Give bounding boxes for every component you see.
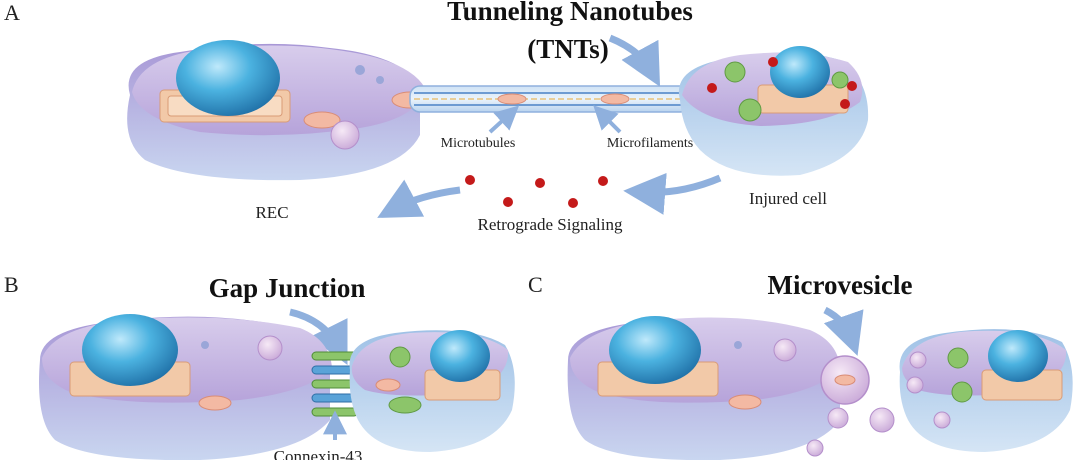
injured-cell-label: Injured cell bbox=[749, 189, 827, 208]
nanotube bbox=[409, 85, 691, 113]
panel-a-letter: A bbox=[4, 0, 20, 25]
gap-junction-arrow bbox=[289, 308, 348, 366]
green-vesicle-icon bbox=[389, 346, 411, 368]
panel-c-left-cell bbox=[567, 316, 840, 460]
nucleus-icon bbox=[770, 46, 830, 98]
microfilaments-label: Microfilaments bbox=[607, 136, 693, 151]
panel-a-title-line1: Tunneling Nanotubes bbox=[447, 0, 693, 26]
signal-dot-icon bbox=[568, 198, 578, 208]
microfilaments-arrow bbox=[593, 105, 622, 134]
mitochondrion-icon bbox=[600, 93, 630, 105]
released-microvesicles bbox=[806, 355, 895, 457]
signal-dot-icon bbox=[598, 176, 608, 186]
panel-b-right-cell bbox=[349, 330, 515, 452]
vesicle-icon bbox=[257, 335, 283, 361]
gap-junction-channels bbox=[311, 351, 359, 417]
organelle-icon bbox=[376, 76, 384, 84]
panel-c-title: Microvesicle bbox=[768, 270, 913, 300]
green-vesicle-icon bbox=[738, 98, 762, 122]
mitochondrion-icon bbox=[497, 93, 527, 105]
title-arrow bbox=[608, 34, 661, 87]
nucleus-icon bbox=[176, 40, 280, 116]
signal-dot-icon bbox=[840, 99, 850, 109]
green-vesicle-icon bbox=[951, 381, 973, 403]
signal-dot-icon bbox=[465, 175, 475, 185]
mitochondrion-icon bbox=[198, 395, 232, 411]
panel-c-right-cell bbox=[899, 329, 1073, 452]
nucleus-icon bbox=[430, 330, 490, 382]
vesicle-icon bbox=[330, 120, 360, 150]
nucleus-icon bbox=[82, 314, 178, 386]
nucleus-icon bbox=[609, 316, 701, 384]
retrograde-label: Retrograde Signaling bbox=[478, 215, 623, 234]
microvesicle-icon bbox=[806, 439, 824, 457]
green-mitochondrion-icon bbox=[388, 396, 422, 414]
nucleus-icon bbox=[988, 330, 1048, 382]
microvesicle-icon bbox=[869, 407, 895, 433]
rec-cell bbox=[127, 40, 429, 181]
organelle-icon bbox=[355, 65, 365, 75]
mitochondrion-icon bbox=[834, 374, 856, 386]
microtubules-label: Microtubules bbox=[441, 136, 516, 151]
signal-dot-icon bbox=[535, 178, 545, 188]
green-vesicle-icon bbox=[947, 347, 969, 369]
vesicle-icon bbox=[933, 411, 951, 429]
panel-b-letter: B bbox=[4, 272, 19, 297]
microvesicle-arrow bbox=[823, 306, 864, 356]
signal-dot-icon bbox=[503, 197, 513, 207]
vesicle-icon bbox=[909, 351, 927, 369]
vesicle-icon bbox=[906, 376, 924, 394]
signal-dot-icon bbox=[768, 57, 778, 67]
connexin-label: Connexin-43 bbox=[274, 447, 363, 460]
organelle-icon bbox=[734, 341, 742, 349]
mitochondrion-icon bbox=[375, 378, 401, 392]
organelle-icon bbox=[201, 341, 209, 349]
signal-dot-icon bbox=[847, 81, 857, 91]
panel-b-left-cell bbox=[39, 314, 332, 460]
panel-a-title-line2: (TNTs) bbox=[527, 34, 609, 64]
panel-b-title: Gap Junction bbox=[209, 273, 366, 303]
microvesicle-icon bbox=[827, 407, 849, 429]
green-vesicle-icon bbox=[831, 71, 849, 89]
green-vesicle-icon bbox=[724, 61, 746, 83]
mitochondrion-icon bbox=[303, 111, 341, 129]
microtubules-arrow bbox=[488, 105, 520, 134]
injured-cell bbox=[678, 46, 869, 176]
vesicle-icon bbox=[773, 338, 797, 362]
retrograde-arrow-right bbox=[623, 172, 722, 215]
mitochondrion-icon bbox=[728, 394, 762, 410]
signal-dot-icon bbox=[707, 83, 717, 93]
rec-label: REC bbox=[255, 203, 288, 222]
retrograde-arrow-left bbox=[377, 179, 461, 218]
panel-c-letter: C bbox=[528, 272, 543, 297]
